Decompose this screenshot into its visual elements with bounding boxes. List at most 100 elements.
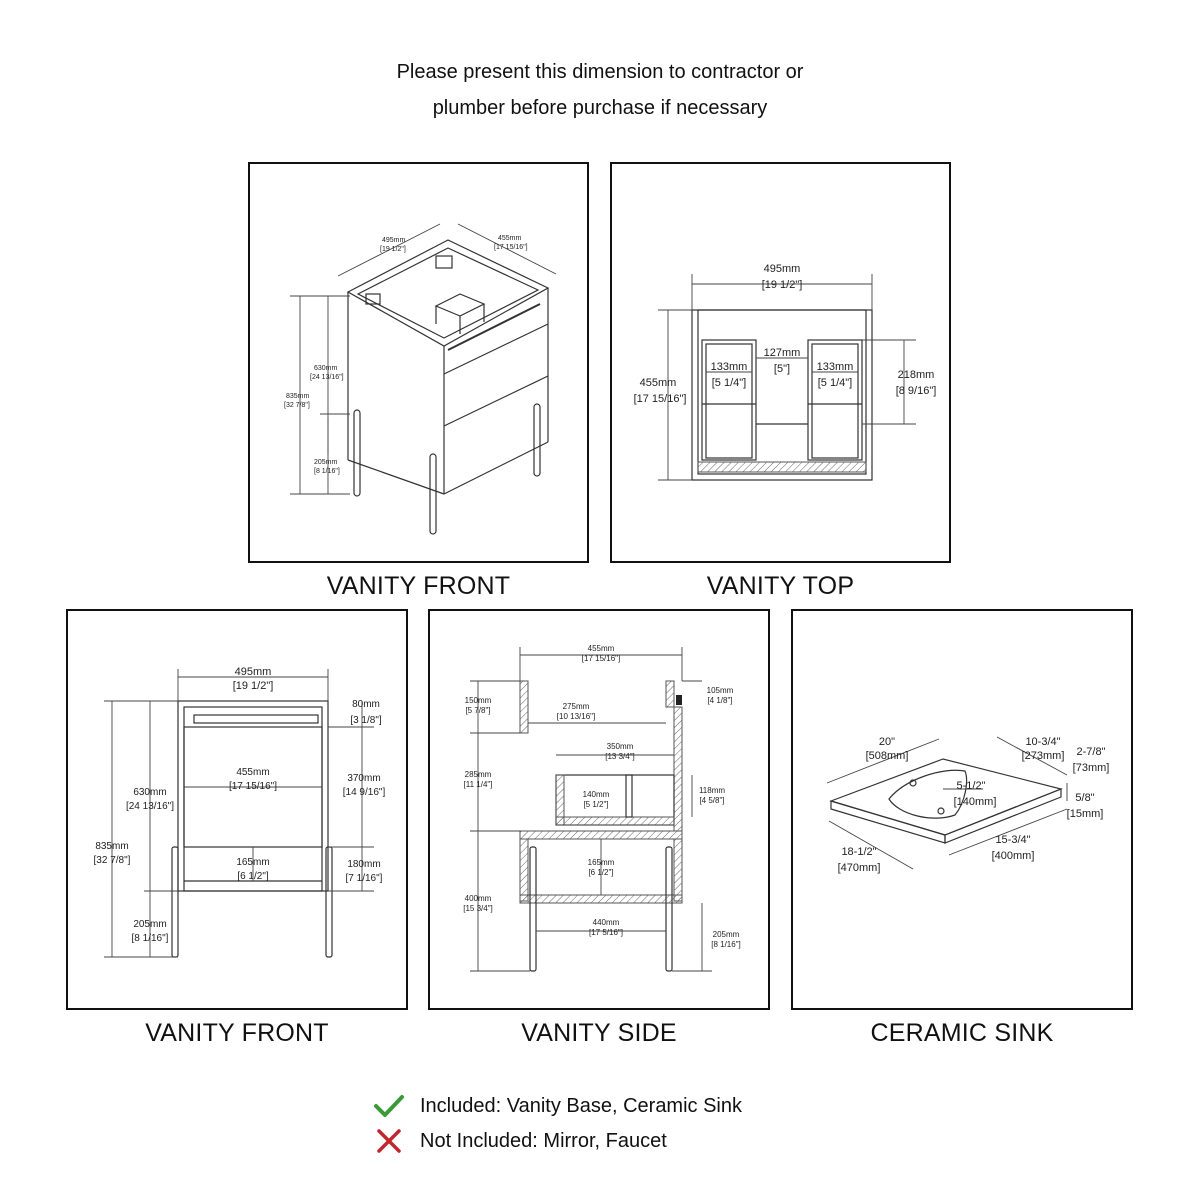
sink-total-in: 18-1/2" bbox=[841, 846, 876, 858]
top-width-in: [19 1/2"] bbox=[762, 279, 803, 291]
vanity-side-drawing: 455mm [17 15/16"] 150mm [5 7/8"] 285mm [… bbox=[463, 644, 741, 972]
front-r370-mm: 370mm bbox=[347, 773, 380, 784]
iso-cab-mm: 630mm bbox=[314, 365, 338, 372]
header-line-2: plumber before purchase if necessary bbox=[432, 97, 768, 119]
sink-rim-in: 5/8" bbox=[1075, 792, 1094, 804]
top-center-in: [5"] bbox=[774, 363, 790, 375]
sink-height-mm: [73mm] bbox=[1073, 762, 1110, 774]
front-top-mm: 80mm bbox=[352, 699, 380, 710]
side-depth-in: [17 15/16"] bbox=[582, 654, 620, 663]
front-width-in: [19 1/2"] bbox=[233, 680, 274, 692]
front-door-mm: 455mm bbox=[236, 767, 269, 778]
top-depth-mm: 455mm bbox=[640, 377, 677, 389]
iso-width-mm: 495mm bbox=[382, 237, 406, 244]
front-r180-in: [7 1/16"] bbox=[346, 873, 383, 884]
side-i140-mm: 140mm bbox=[583, 790, 610, 799]
header-line-1: Please present this dimension to contrac… bbox=[396, 61, 804, 83]
front-width-mm: 495mm bbox=[235, 666, 272, 678]
side-l285-in: [11 1/4"] bbox=[464, 780, 493, 789]
sink-width-in: 20" bbox=[879, 736, 895, 748]
side-i165-in: [6 1/2"] bbox=[588, 868, 613, 877]
iso-depth-in: [17 15/16"] bbox=[494, 244, 528, 251]
ceramic-sink-drawing: 20" [508mm] 10-3/4" [273mm] 2-7/8" [73mm… bbox=[826, 736, 1110, 874]
caption-vanity-front: VANITY FRONT bbox=[145, 1019, 329, 1047]
front-door-in: [17 15/16"] bbox=[229, 781, 277, 792]
iso-depth-mm: 455mm bbox=[498, 235, 522, 242]
iso-total-in: [32 7/8"] bbox=[284, 402, 310, 409]
legend-included-text: Included: Vanity Base, Ceramic Sink bbox=[420, 1094, 743, 1117]
top-right-mm: 133mm bbox=[817, 361, 854, 373]
caption-ceramic-sink: CERAMIC SINK bbox=[870, 1019, 1054, 1047]
sink-total-mm: [470mm] bbox=[838, 862, 881, 874]
vanity-top-drawing: 495mm [19 1/2"] 455mm [17 15/16"] 133mm … bbox=[634, 263, 937, 481]
side-i140-in: [5 1/2"] bbox=[583, 800, 608, 809]
iso-leg-in: [8 1/16"] bbox=[314, 468, 340, 475]
front-r180-mm: 180mm bbox=[347, 859, 380, 870]
iso-total-mm: 835mm bbox=[286, 393, 310, 400]
front-leg-mm: 205mm bbox=[133, 919, 166, 930]
panel-ceramic-sink: 20" [508mm] 10-3/4" [273mm] 2-7/8" [73mm… bbox=[791, 609, 1133, 1010]
side-l285-mm: 285mm bbox=[465, 770, 492, 779]
front-top-in: [3 1/8"] bbox=[350, 715, 382, 726]
vanity-front-drawing: 495mm [19 1/2"] 630mm [24 13/16"] 835mm … bbox=[94, 666, 386, 958]
side-r118-mm: 118mm bbox=[699, 786, 725, 795]
front-total-in: [32 7/8"] bbox=[94, 855, 131, 866]
side-r118-in: [4 5/8"] bbox=[699, 796, 724, 805]
side-t150-in: [5 7/8"] bbox=[465, 706, 490, 715]
front-r370-in: [14 9/16"] bbox=[343, 787, 386, 798]
top-right-in: [5 1/4"] bbox=[818, 377, 852, 389]
side-i275-mm: 275mm bbox=[563, 702, 590, 711]
sink-rim-mm: [15mm] bbox=[1067, 808, 1104, 820]
side-r205-in: [8 1/16"] bbox=[711, 940, 741, 949]
caption-vanity-top: VANITY TOP bbox=[706, 572, 855, 600]
vanity-front-iso-drawing: 495mm [19 1/2"] 455mm [17 15/16"] 630mm … bbox=[284, 223, 557, 535]
side-i275-in: [10 13/16"] bbox=[557, 712, 595, 721]
sink-bowl-in: 5-1/2" bbox=[957, 780, 986, 792]
sink-bd-in: 15-3/4" bbox=[995, 834, 1030, 846]
iso-cab-in: [24 13/16"] bbox=[310, 374, 344, 381]
top-depth-in: [17 15/16"] bbox=[634, 393, 687, 405]
sink-bowl-mm: [140mm] bbox=[954, 796, 997, 808]
front-shelf-in: [6 1/2"] bbox=[237, 871, 269, 882]
legend-not-included: Not Included: Mirror, Faucet bbox=[372, 1124, 667, 1158]
side-i350-in: [13 3/4"] bbox=[605, 752, 635, 761]
sink-depth-mm: [273mm] bbox=[1022, 750, 1065, 762]
front-leg-in: [8 1/16"] bbox=[132, 933, 169, 944]
front-cab-mm: 630mm bbox=[133, 787, 166, 798]
side-i165-mm: 165mm bbox=[588, 858, 615, 867]
top-left-mm: 133mm bbox=[711, 361, 748, 373]
top-height-in: [8 9/16"] bbox=[896, 385, 937, 397]
caption-vanity-side: VANITY SIDE bbox=[521, 1019, 677, 1047]
side-b440-mm: 440mm bbox=[593, 918, 620, 927]
sink-width-mm: [508mm] bbox=[866, 750, 909, 762]
side-i350-mm: 350mm bbox=[607, 742, 634, 751]
iso-width-in: [19 1/2"] bbox=[380, 246, 406, 253]
sink-bd-mm: [400mm] bbox=[992, 850, 1035, 862]
side-r105-in: [4 1/8"] bbox=[707, 696, 732, 705]
iso-leg-mm: 205mm bbox=[314, 459, 338, 466]
side-l400-mm: 400mm bbox=[465, 894, 492, 903]
side-l400-in: [15 3/4"] bbox=[463, 904, 493, 913]
front-shelf-mm: 165mm bbox=[236, 857, 269, 868]
cross-icon bbox=[377, 1129, 401, 1153]
top-height-mm: 218mm bbox=[898, 369, 935, 381]
panel-vanity-side: 455mm [17 15/16"] 150mm [5 7/8"] 285mm [… bbox=[428, 609, 770, 1010]
check-icon bbox=[374, 1095, 404, 1117]
sink-height-in: 2-7/8" bbox=[1077, 746, 1106, 758]
side-r205-mm: 205mm bbox=[713, 930, 740, 939]
panel-vanity-top: 495mm [19 1/2"] 455mm [17 15/16"] 133mm … bbox=[610, 162, 951, 563]
panel-vanity-front: 495mm [19 1/2"] 630mm [24 13/16"] 835mm … bbox=[66, 609, 408, 1010]
top-left-in: [5 1/4"] bbox=[712, 377, 746, 389]
legend-included: Included: Vanity Base, Ceramic Sink bbox=[372, 1089, 742, 1123]
panel-vanity-front-iso: 495mm [19 1/2"] 455mm [17 15/16"] 630mm … bbox=[248, 162, 589, 563]
top-center-mm: 127mm bbox=[764, 347, 801, 359]
front-total-mm: 835mm bbox=[95, 841, 128, 852]
side-r105-mm: 105mm bbox=[707, 686, 734, 695]
side-b440-in: [17 5/16"] bbox=[589, 928, 623, 937]
legend-not-included-text: Not Included: Mirror, Faucet bbox=[420, 1129, 667, 1152]
side-t150-mm: 150mm bbox=[465, 696, 492, 705]
caption-vanity-front-iso: VANITY FRONT bbox=[326, 572, 511, 600]
side-depth-mm: 455mm bbox=[588, 644, 615, 653]
front-cab-in: [24 13/16"] bbox=[126, 801, 174, 812]
top-width-mm: 495mm bbox=[764, 263, 801, 275]
